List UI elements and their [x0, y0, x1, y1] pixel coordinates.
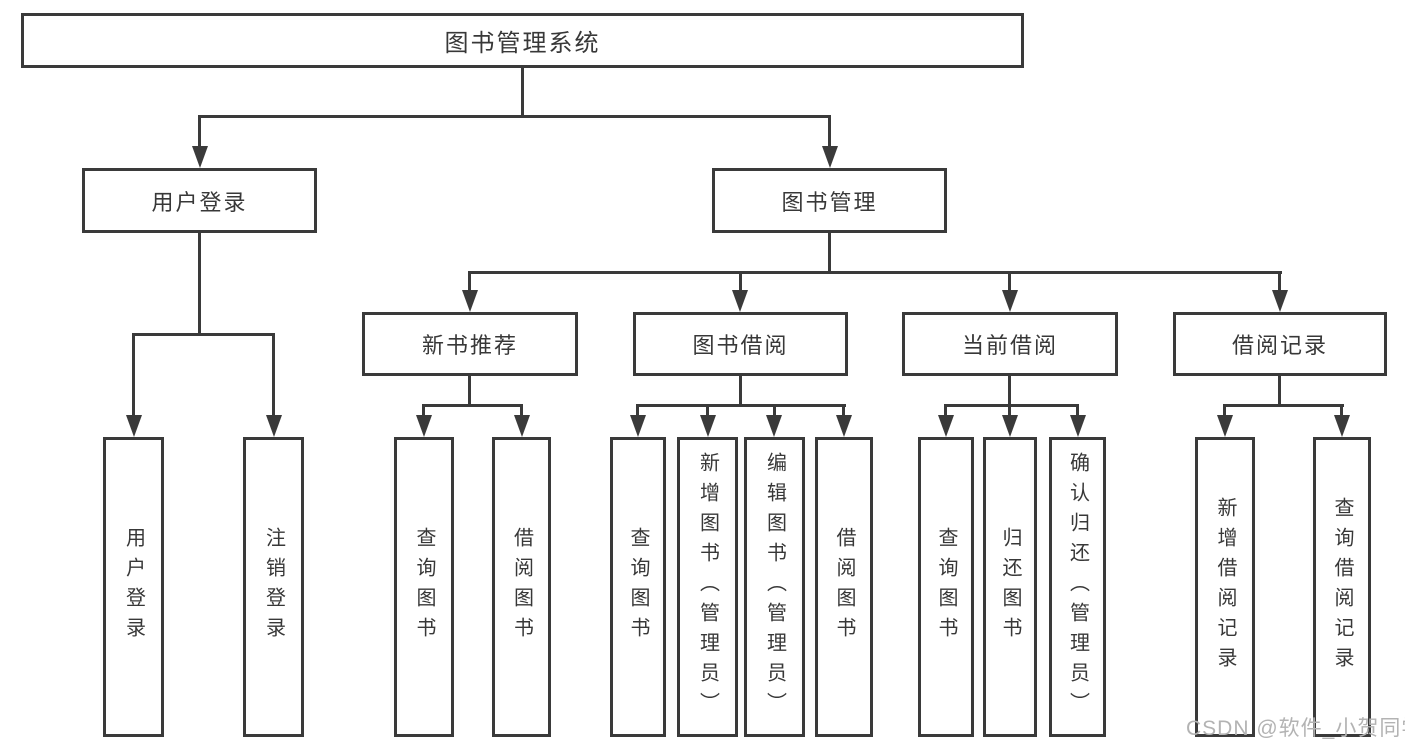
connector-line — [520, 404, 523, 417]
connector-line — [828, 115, 831, 150]
arrow-down-icon — [700, 415, 716, 437]
connector-line — [842, 404, 845, 417]
connector-line — [198, 115, 201, 150]
connector-line — [1008, 271, 1011, 293]
leaf-query-borrow-record: 查询借阅记录 — [1313, 437, 1371, 737]
node-label: 图书管理系统 — [444, 30, 601, 57]
connector-line — [468, 376, 471, 407]
leaf-user-login: 用户登录 — [103, 437, 164, 737]
leaf-return-books: 归还图书 — [983, 437, 1037, 737]
node-current-borrowing: 当前借阅 — [902, 312, 1118, 376]
node-library-management-system: 图书管理系统 — [21, 13, 1024, 68]
connector-line — [422, 404, 523, 407]
connector-line — [1223, 404, 1226, 417]
arrow-down-icon — [266, 415, 282, 437]
connector-line — [739, 376, 742, 407]
leaf-label: 确认归还（管理员） — [1066, 452, 1089, 722]
arrow-down-icon — [1334, 415, 1350, 437]
arrow-down-icon — [766, 415, 782, 437]
leaf-label: 新增借阅记录 — [1214, 497, 1236, 677]
arrow-down-icon — [822, 146, 838, 168]
leaf-label: 注销登录 — [262, 527, 285, 647]
leaf-label: 查询图书 — [935, 527, 957, 647]
connector-line — [706, 404, 709, 417]
connector-line — [944, 404, 947, 417]
arrow-down-icon — [126, 415, 142, 437]
leaf-borrow-books: 借阅图书 — [815, 437, 873, 737]
arrow-down-icon — [514, 415, 530, 437]
leaf-add-borrow-record: 新增借阅记录 — [1195, 437, 1255, 737]
connector-line — [1008, 404, 1011, 417]
connector-line — [198, 115, 831, 118]
arrow-down-icon — [1272, 290, 1288, 312]
arrow-down-icon — [1002, 415, 1018, 437]
node-book-borrowing: 图书借阅 — [633, 312, 848, 376]
connector-line — [132, 333, 275, 336]
arrow-down-icon — [732, 290, 748, 312]
arrow-down-icon — [1217, 415, 1233, 437]
leaf-label: 查询借阅记录 — [1331, 497, 1353, 677]
leaf-query-books-current: 查询图书 — [918, 437, 974, 737]
leaf-label: 编辑图书（管理员） — [763, 452, 786, 722]
connector-line — [828, 233, 831, 273]
arrow-down-icon — [462, 290, 478, 312]
arrow-down-icon — [938, 415, 954, 437]
leaf-logout: 注销登录 — [243, 437, 304, 737]
leaf-label: 借阅图书 — [833, 527, 855, 647]
connector-line — [1076, 404, 1079, 417]
node-user-login: 用户登录 — [82, 168, 317, 233]
arrow-down-icon — [630, 415, 646, 437]
connector-line — [773, 404, 776, 417]
leaf-confirm-return-admin: 确认归还（管理员） — [1049, 437, 1106, 737]
connector-line — [1223, 404, 1344, 407]
connector-line — [739, 271, 742, 293]
connector-line — [636, 404, 639, 417]
node-book-management: 图书管理 — [712, 168, 947, 233]
node-label: 图书管理 — [781, 189, 878, 215]
connector-line — [1008, 376, 1011, 407]
node-label: 当前借阅 — [961, 333, 1058, 358]
leaf-add-books-admin: 新增图书（管理员） — [677, 437, 738, 737]
leaf-query-books-borrowing: 查询图书 — [610, 437, 666, 737]
connector-line — [469, 271, 1282, 274]
csdn-watermark: CSDN @软件_小贺同学 — [1186, 717, 1405, 740]
leaf-query-books-recommend: 查询图书 — [394, 437, 454, 737]
connector-line — [636, 404, 846, 407]
leaf-borrow-books-recommend: 借阅图书 — [492, 437, 551, 737]
connector-line — [521, 66, 524, 118]
leaf-label: 归还图书 — [999, 527, 1021, 647]
leaf-label: 查询图书 — [413, 527, 435, 647]
arrow-down-icon — [1070, 415, 1086, 437]
node-label: 新书推荐 — [421, 333, 518, 358]
connector-line — [422, 404, 425, 417]
node-label: 用户登录 — [151, 189, 248, 215]
arrow-down-icon — [192, 146, 208, 168]
connector-line — [1278, 376, 1281, 407]
arrow-down-icon — [836, 415, 852, 437]
leaf-label: 借阅图书 — [510, 527, 533, 647]
leaf-edit-books-admin: 编辑图书（管理员） — [744, 437, 805, 737]
arrow-down-icon — [416, 415, 432, 437]
connector-line — [1278, 271, 1281, 293]
connector-line — [272, 333, 275, 417]
node-label: 图书借阅 — [692, 333, 789, 358]
connector-line — [132, 333, 135, 417]
connector-line — [1340, 404, 1343, 417]
connector-line — [468, 271, 471, 293]
arrow-down-icon — [1002, 290, 1018, 312]
node-new-book-recommendation: 新书推荐 — [362, 312, 578, 376]
leaf-label: 查询图书 — [627, 527, 649, 647]
node-borrowing-records: 借阅记录 — [1173, 312, 1387, 376]
connector-line — [944, 404, 1079, 407]
leaf-label: 新增图书（管理员） — [696, 452, 719, 722]
connector-line — [198, 233, 201, 336]
leaf-label: 用户登录 — [122, 527, 145, 647]
node-label: 借阅记录 — [1231, 333, 1328, 358]
